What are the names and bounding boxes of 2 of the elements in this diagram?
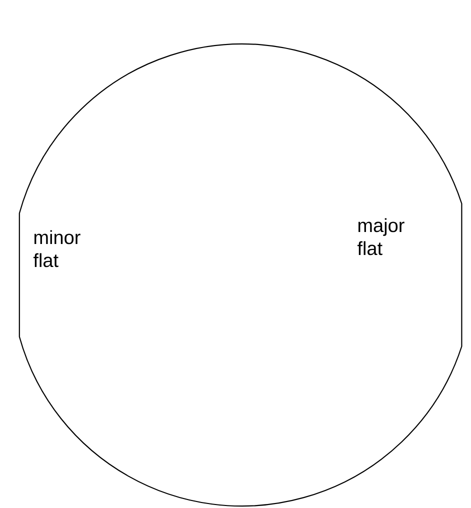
flat-label: minor flat xyxy=(33,230,80,268)
flat-label: major flat xyxy=(357,218,404,256)
